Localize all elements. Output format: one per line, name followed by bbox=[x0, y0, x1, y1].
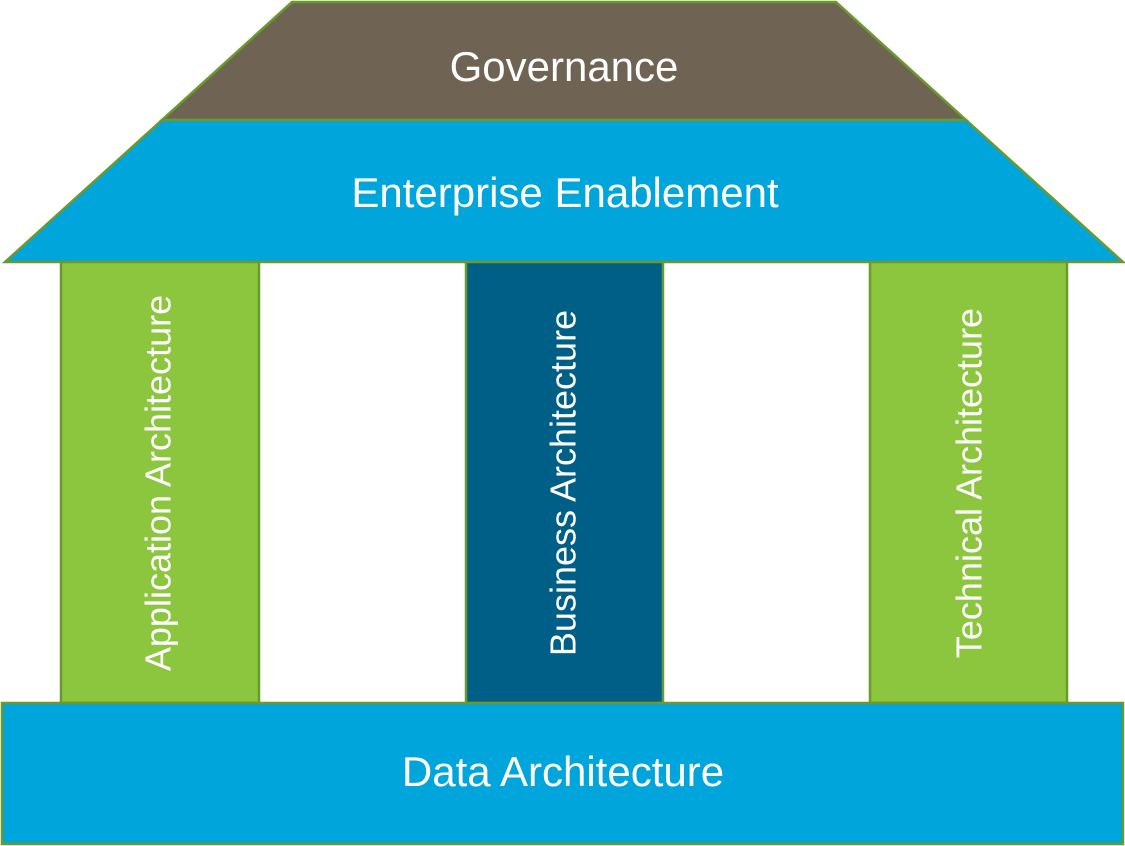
business-architecture-pillar: Business Architecture bbox=[464, 260, 665, 705]
technical-architecture-shape bbox=[868, 260, 1069, 705]
data-architecture-label: Data Architecture bbox=[402, 748, 724, 795]
governance-label: Governance bbox=[450, 43, 679, 90]
enterprise-enablement-block: Enterprise Enablement bbox=[1, 118, 1125, 264]
enterprise-enablement-label: Enterprise Enablement bbox=[351, 169, 779, 216]
technical-architecture-pillar: Technical Architecture bbox=[868, 260, 1069, 705]
data-architecture-foundation: Data Architecture bbox=[0, 701, 1125, 846]
governance-block: Governance bbox=[158, 0, 970, 122]
application-architecture-pillar: Application Architecture bbox=[59, 260, 261, 705]
business-architecture-label: Business Architecture bbox=[543, 310, 584, 656]
application-architecture-shape bbox=[59, 260, 261, 705]
enterprise-enablement-shape bbox=[1, 118, 1125, 264]
data-architecture-shape bbox=[0, 701, 1125, 846]
application-architecture-label: Application Architecture bbox=[138, 295, 179, 671]
technical-architecture-label: Technical Architecture bbox=[949, 308, 990, 658]
